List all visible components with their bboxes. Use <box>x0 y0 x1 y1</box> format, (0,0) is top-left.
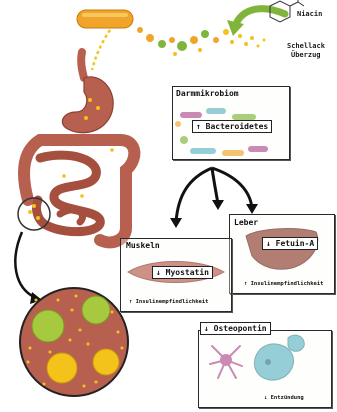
zoomed-intestine-icon <box>20 288 128 396</box>
zoom-arrow <box>15 232 36 298</box>
shellac-label-line2: Überzug <box>291 52 321 59</box>
muscle-title: Muskeln <box>126 241 160 250</box>
dissolving-particles <box>137 27 266 56</box>
liver-footer: ↑ Insulinempfindlichkeit <box>244 281 323 287</box>
liver-title: Leber <box>234 218 258 227</box>
shellac-label-line1: Schellack <box>287 43 325 50</box>
microbiome-title: Darmmikrobiom <box>176 89 239 98</box>
bacteroidetes-tag: ↑ Bacteroidetes <box>192 120 272 133</box>
muscle-footer: ↑ Insulinempfindlichkeit <box>129 299 208 305</box>
fat-footer: ↓ Entzündung <box>264 395 304 401</box>
myostatin-tag: ↓ Myostatin <box>152 266 213 279</box>
osteopontin-tag: ↓ Osteopontin <box>200 322 271 335</box>
stomach-icon <box>62 52 113 133</box>
fetuin-tag: ↓ Fetuin-A <box>262 237 318 250</box>
intestine-icon <box>18 140 134 242</box>
niacin-label: Niacin <box>297 11 322 18</box>
niacin-arrow-icon <box>227 9 285 36</box>
capsule-path-trail <box>92 30 110 70</box>
capsule-icon <box>77 10 133 28</box>
